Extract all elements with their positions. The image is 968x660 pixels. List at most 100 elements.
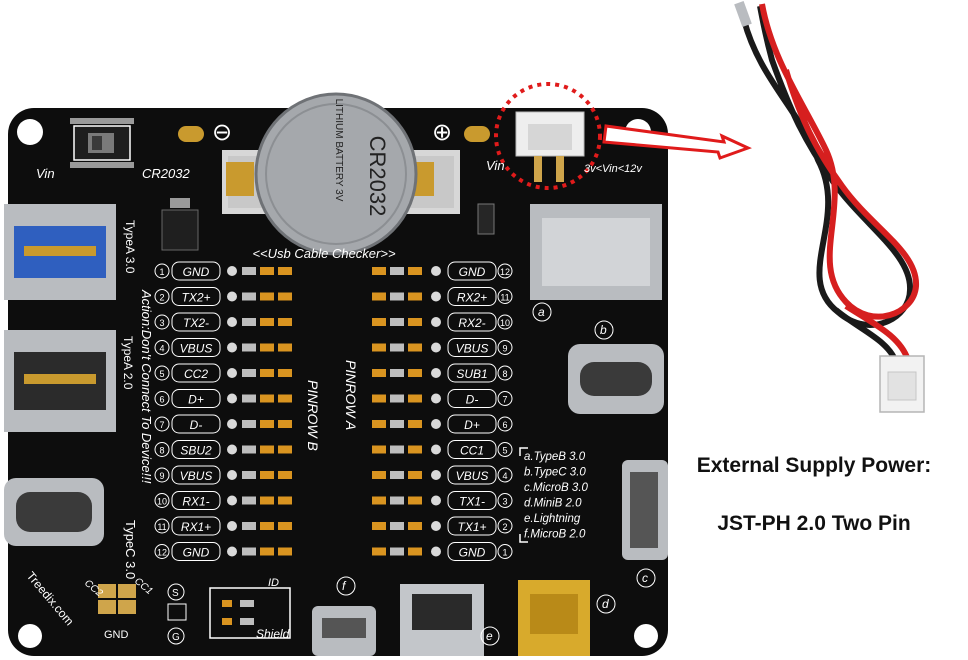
- pin-number: 4: [159, 344, 164, 354]
- resistor: [390, 420, 404, 428]
- port-legend: a.TypeB 3.0b.TypeC 3.0c.MicroB 3.0d.Mini…: [519, 447, 589, 543]
- resistor: [242, 369, 256, 377]
- pin-label: GND: [183, 265, 210, 279]
- resistor: [390, 522, 404, 530]
- test-point: [227, 495, 237, 506]
- pin-number-badge: [497, 544, 513, 559]
- pin-number: 2: [159, 293, 164, 303]
- led: [372, 547, 386, 556]
- usb-c-3-port-right[interactable]: [568, 344, 664, 414]
- pin-label-frame: [171, 389, 221, 408]
- g-mark: G: [172, 632, 180, 643]
- port-e-letter: e: [486, 629, 493, 643]
- pin-label-frame: [171, 287, 221, 306]
- pin-label: CC1: [460, 444, 484, 458]
- mounting-hole-bottom-right: [634, 624, 658, 648]
- usb-c-3-port-left[interactable]: [4, 478, 104, 546]
- pin-label-frame: [447, 516, 497, 536]
- port-e-marker: [480, 626, 500, 646]
- shield-label: Shield: [256, 627, 290, 641]
- pin-label: TX1+: [457, 520, 486, 534]
- resistor: [390, 547, 404, 556]
- highlight-circle: [494, 82, 602, 190]
- legend-bracket: [519, 447, 528, 456]
- usb-b-3-port[interactable]: [530, 204, 662, 300]
- usb-a-3-port[interactable]: [4, 204, 116, 300]
- led: [278, 445, 292, 454]
- led: [372, 445, 386, 454]
- led: [260, 318, 274, 326]
- pin-label-frame: [171, 440, 221, 459]
- resistor: [242, 292, 256, 301]
- led: [278, 496, 292, 505]
- pin-number: 10: [500, 318, 510, 328]
- legend-item: b.TypeC 3.0: [524, 467, 586, 479]
- test-point: [227, 419, 237, 429]
- lightning-port[interactable]: [400, 584, 484, 656]
- legend-item: a.TypeB 3.0: [524, 451, 586, 463]
- pinrow-b-label: PINROW B: [305, 380, 321, 451]
- regulator-chip: [161, 209, 199, 251]
- micro-b-2-port[interactable]: [312, 606, 376, 656]
- usb-a-2-port[interactable]: [4, 330, 116, 432]
- resistor: [390, 471, 404, 479]
- led: [408, 369, 422, 377]
- test-point: [431, 291, 441, 302]
- pin-number-badge: [497, 365, 513, 381]
- pin-number-badge: [154, 340, 170, 355]
- pin-label-frame: [171, 363, 221, 383]
- pin-number: 11: [157, 522, 166, 532]
- test-point: [431, 444, 441, 455]
- led: [260, 471, 274, 479]
- micro-b-3-port[interactable]: [622, 460, 668, 560]
- pin-number: 5: [159, 369, 164, 379]
- jst-connector-board[interactable]: [515, 111, 585, 182]
- legend-item: e.Lightning: [524, 513, 581, 525]
- pin-number-badge: [497, 467, 513, 483]
- pin-label-frame: [171, 312, 221, 332]
- led: [372, 522, 386, 530]
- pin-label: TX1-: [459, 495, 485, 509]
- led: [260, 369, 274, 377]
- test-point: [431, 368, 441, 378]
- led: [408, 343, 422, 352]
- cc-pads: [98, 584, 136, 614]
- legend-item: c.MicroB 3.0: [524, 482, 589, 494]
- led: [372, 420, 386, 428]
- pin-label-frame: [171, 542, 221, 561]
- led: [278, 471, 292, 479]
- mini-b-2-port[interactable]: [518, 580, 590, 656]
- led: [372, 369, 386, 377]
- led: [278, 522, 292, 530]
- pin-label: VBUS: [180, 469, 213, 483]
- port-d-letter: d: [602, 597, 609, 611]
- led: [408, 445, 422, 454]
- pin-label: D-: [190, 418, 203, 432]
- led: [408, 547, 422, 556]
- led: [278, 394, 292, 403]
- pinrow-a-label: PINROW A: [343, 360, 359, 430]
- pin-number-badge: [154, 263, 170, 279]
- pin-number: 6: [159, 395, 164, 405]
- resistor: [242, 394, 256, 403]
- pin-number: 11: [500, 293, 509, 303]
- power-switch[interactable]: [70, 118, 134, 168]
- pin-number: 3: [502, 497, 507, 507]
- gold-pad: [464, 126, 490, 142]
- vin-left-label: Vin: [36, 166, 55, 181]
- vin-range-label: 3v<Vin<12v: [584, 163, 643, 175]
- pin-number-badge: [497, 416, 513, 432]
- led: [372, 267, 386, 275]
- test-point: [431, 419, 441, 429]
